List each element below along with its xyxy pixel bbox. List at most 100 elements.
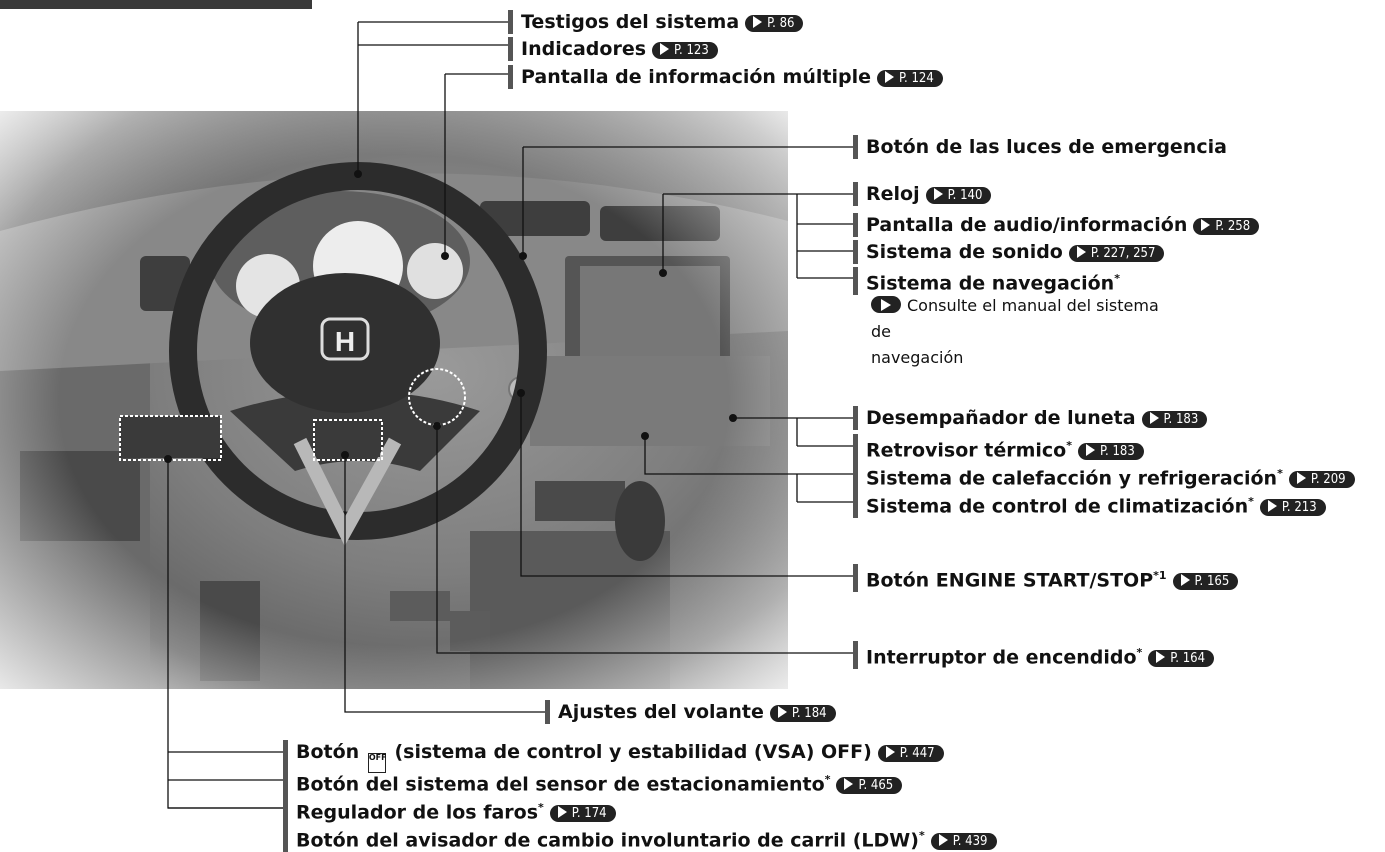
label-regulador: Regulador de los faros* P. 174 — [283, 796, 616, 825]
label-sensor-text: Botón del sistema del sensor de estacion… — [296, 773, 825, 796]
arrow-icon — [1149, 412, 1159, 424]
page-ref-text: P. 209 — [1310, 472, 1346, 488]
page-ref[interactable]: P. 140 — [925, 187, 992, 204]
label-ajustes: Ajustes del volante P. 184 — [545, 700, 836, 724]
arrow-icon — [884, 71, 894, 83]
arrow-icon — [1201, 219, 1211, 231]
honda-logo-text: H — [335, 326, 355, 357]
vsa-icon-text: OFF — [368, 753, 387, 762]
page-ref-text: P. 439 — [952, 834, 988, 850]
label-sensor: Botón del sistema del sensor de estacion… — [283, 768, 903, 797]
label-indicadores-text: Indicadores — [521, 38, 647, 60]
label-interruptor-text: Interruptor de encendido — [866, 646, 1137, 669]
nav-note-line1: Consulte el manual del sistema de — [871, 296, 1159, 341]
nav-note: Consulte el manual del sistema de navega… — [871, 293, 1171, 371]
arrow-icon — [1086, 444, 1095, 457]
asterisk: * — [918, 829, 925, 842]
label-vsa: Botón OFF (sistema de control y estabili… — [283, 740, 944, 773]
page-ref-text: P. 213 — [1281, 500, 1317, 516]
label-sistema-nav: Sistema de navegación* — [853, 267, 1120, 296]
page-ref[interactable]: P. 165 — [1172, 573, 1239, 591]
arrow-icon — [753, 16, 763, 28]
label-boton-luces: Botón de las luces de emergencia — [853, 135, 1227, 159]
page-ref-text: P. 227, 257 — [1090, 246, 1156, 261]
arrow-icon — [1180, 574, 1190, 587]
label-retrovisor: Retrovisor térmico* P. 183 — [853, 434, 1144, 463]
page-ref-text: P. 123 — [674, 43, 709, 58]
label-testigos-text: Testigos del sistema — [521, 11, 740, 33]
nav-note-line2: navegación — [871, 348, 964, 367]
label-ajustes-text: Ajustes del volante — [558, 701, 764, 723]
asterisk: * — [1136, 646, 1143, 659]
page-ref[interactable]: P. 183 — [1141, 411, 1208, 428]
arrow-icon — [1156, 651, 1166, 664]
header-bar — [0, 0, 312, 9]
arrow-icon — [557, 806, 567, 819]
page-ref-text: P. 174 — [571, 806, 607, 822]
arrow-icon — [933, 188, 943, 200]
page-ref-text: P. 258 — [1215, 219, 1251, 234]
page-ref-text: P. 165 — [1194, 574, 1230, 590]
page-ref-text: P. 140 — [947, 188, 983, 203]
label-calefaccion: Sistema de calefacción y refrigeración* P… — [853, 462, 1355, 491]
label-engine-text: Botón ENGINE START/STOP — [866, 569, 1154, 592]
page-ref[interactable]: P. 86 — [745, 15, 804, 32]
page-ref-text: P. 183 — [1163, 412, 1199, 427]
label-boton-luces-text: Botón de las luces de emergencia — [866, 136, 1227, 158]
page-ref-text: P. 86 — [767, 16, 795, 31]
label-regulador-text: Regulador de los faros — [296, 801, 539, 824]
page-ref[interactable]: P. 164 — [1148, 650, 1215, 668]
label-desempanador: Desempañador de luneta P. 183 — [853, 406, 1208, 430]
asterisk: * — [1066, 439, 1072, 452]
dashboard-photo: H — [0, 111, 788, 689]
arrow-icon[interactable] — [871, 296, 901, 313]
label-ldw-text: Botón del avisador de cambio involuntari… — [296, 829, 919, 852]
page-ref[interactable]: P. 227, 257 — [1068, 245, 1165, 262]
label-sistema-sonido-text: Sistema de sonido — [866, 241, 1063, 263]
asterisk: * — [1277, 467, 1283, 480]
label-sistema-sonido: Sistema de sonido P. 227, 257 — [853, 240, 1165, 264]
page-ref[interactable]: P. 124 — [876, 70, 943, 87]
arrow-icon — [777, 706, 787, 718]
page-ref[interactable]: P. 123 — [652, 42, 718, 59]
page-ref-text: P. 447 — [899, 746, 935, 761]
asterisk: * — [824, 773, 831, 786]
arrow-icon — [885, 746, 895, 758]
label-sistema-nav-text: Sistema de navegación — [866, 272, 1115, 295]
label-calefaccion-text: Sistema de calefacción y refrigeración — [866, 467, 1278, 490]
vsa-off-icon: OFF — [367, 753, 387, 773]
arrow-icon — [844, 778, 854, 791]
arrow-icon — [938, 834, 948, 847]
page-ref[interactable]: P. 465 — [836, 777, 903, 795]
asterisk: * — [1248, 495, 1254, 508]
page-ref[interactable]: P. 184 — [769, 705, 836, 722]
arrow-icon — [1076, 246, 1086, 258]
arrow-icon — [1296, 472, 1306, 485]
label-vsa-post: (sistema de control y estabilidad (VSA) … — [394, 741, 872, 763]
page-ref-text: P. 124 — [898, 71, 934, 86]
label-pantalla-info-text: Pantalla de información múltiple — [521, 66, 871, 88]
page-ref-text: P. 184 — [791, 706, 827, 721]
label-climatizacion-text: Sistema de control de climatización — [866, 495, 1249, 518]
page-ref[interactable]: P. 174 — [549, 805, 616, 823]
page-ref[interactable]: P. 183 — [1078, 443, 1144, 461]
label-interruptor: Interruptor de encendido* P. 164 — [853, 641, 1215, 670]
asterisk: * — [538, 801, 544, 814]
label-retrovisor-text: Retrovisor térmico — [866, 439, 1067, 462]
label-ldw: Botón del avisador de cambio involuntari… — [283, 824, 997, 852]
page-ref[interactable]: P. 209 — [1288, 471, 1355, 489]
page-ref-text: P. 164 — [1170, 651, 1206, 667]
page-ref[interactable]: P. 439 — [930, 833, 997, 851]
asterisk: * — [1114, 272, 1120, 285]
page-ref[interactable]: P. 258 — [1193, 218, 1260, 235]
page-ref[interactable]: P. 213 — [1259, 499, 1326, 517]
label-vsa-pre: Botón — [296, 741, 360, 763]
label-desempanador-text: Desempañador de luneta — [866, 407, 1136, 429]
page-ref-text: P. 183 — [1100, 444, 1135, 460]
label-testigos: Testigos del sistema P. 86 — [508, 10, 804, 34]
page-ref[interactable]: P. 447 — [877, 745, 944, 762]
arrow-icon — [1267, 500, 1277, 513]
